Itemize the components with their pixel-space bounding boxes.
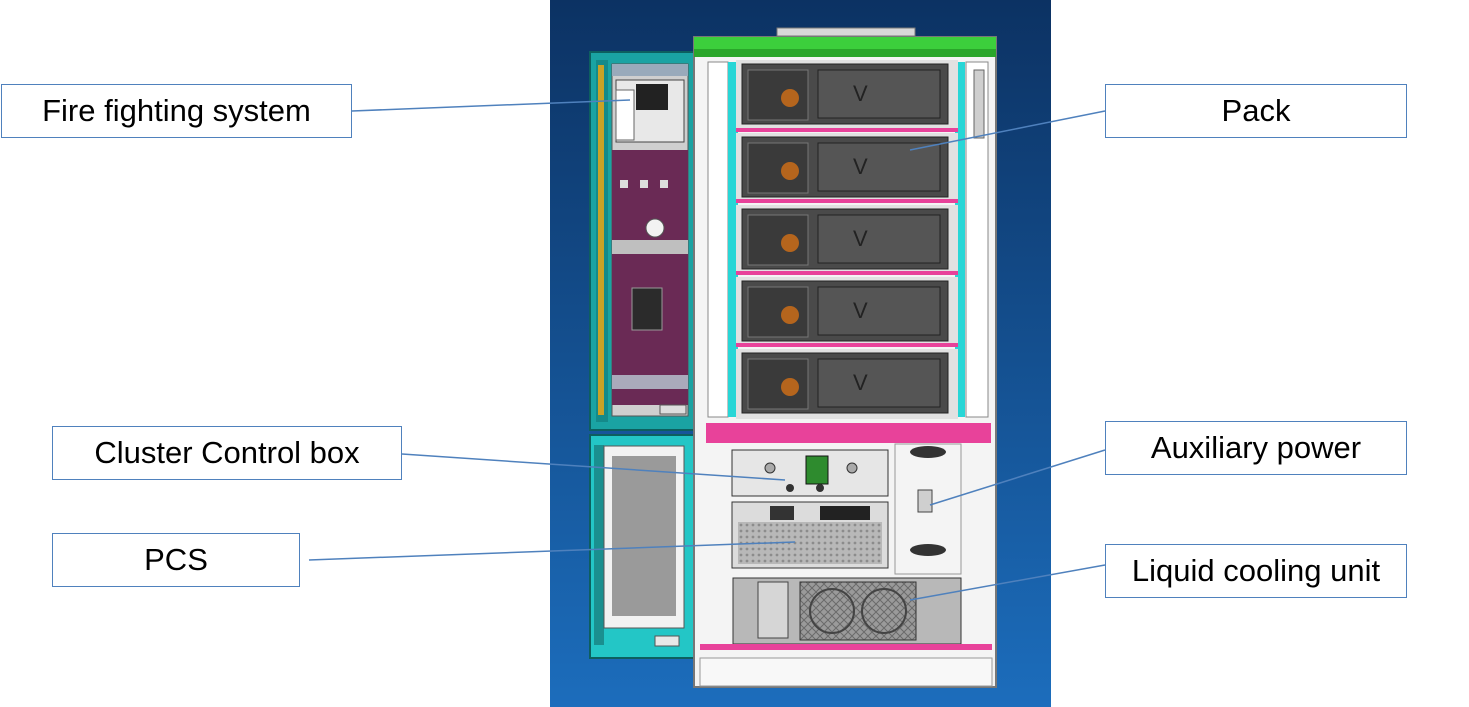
pack-module: V xyxy=(736,60,958,132)
label-text: Pack xyxy=(1221,93,1291,128)
pack-stack: V V V xyxy=(736,60,958,419)
leader-aux xyxy=(929,449,1106,506)
pack-module: V xyxy=(736,133,958,203)
svg-text:V: V xyxy=(853,298,868,323)
pack-module: V xyxy=(736,205,958,275)
auxiliary-power-unit xyxy=(894,443,962,575)
main-cabinet: V V V xyxy=(693,36,997,688)
leader-lcu xyxy=(909,564,1106,601)
leader-lines xyxy=(308,99,1106,601)
pack-module: V xyxy=(736,277,958,347)
svg-text:V: V xyxy=(853,370,868,395)
leader-ccb xyxy=(401,453,786,481)
label-auxiliary-power: Auxiliary power xyxy=(1105,421,1407,475)
label-text: PCS xyxy=(144,542,208,577)
cluster-control-box xyxy=(731,449,889,497)
separator-band xyxy=(706,423,991,443)
label-text: Auxiliary power xyxy=(1150,430,1362,465)
top-strip xyxy=(694,37,996,49)
label-liquid-cooling-unit: Liquid cooling unit xyxy=(1105,544,1407,598)
label-text: Liquid cooling unit xyxy=(1131,553,1381,588)
svg-text:V: V xyxy=(853,226,868,251)
top-handle xyxy=(776,27,916,37)
leader-pack xyxy=(909,110,1106,151)
svg-text:V: V xyxy=(853,81,868,106)
label-text: Cluster Control box xyxy=(94,435,360,470)
svg-text:V: V xyxy=(853,154,868,179)
leader-fire xyxy=(351,99,631,112)
label-pcs: PCS xyxy=(52,533,300,587)
label-cluster-control-box: Cluster Control box xyxy=(52,426,402,480)
label-pack: Pack xyxy=(1105,84,1407,138)
pack-module: V xyxy=(736,349,958,419)
liquid-cooling-unit xyxy=(732,577,962,645)
label-fire-fighting-system: Fire fighting system xyxy=(1,84,352,138)
label-text: Fire fighting system xyxy=(42,93,311,128)
leader-pcs xyxy=(308,541,796,561)
upper-left-door xyxy=(589,51,697,431)
pcs-unit xyxy=(731,501,889,569)
